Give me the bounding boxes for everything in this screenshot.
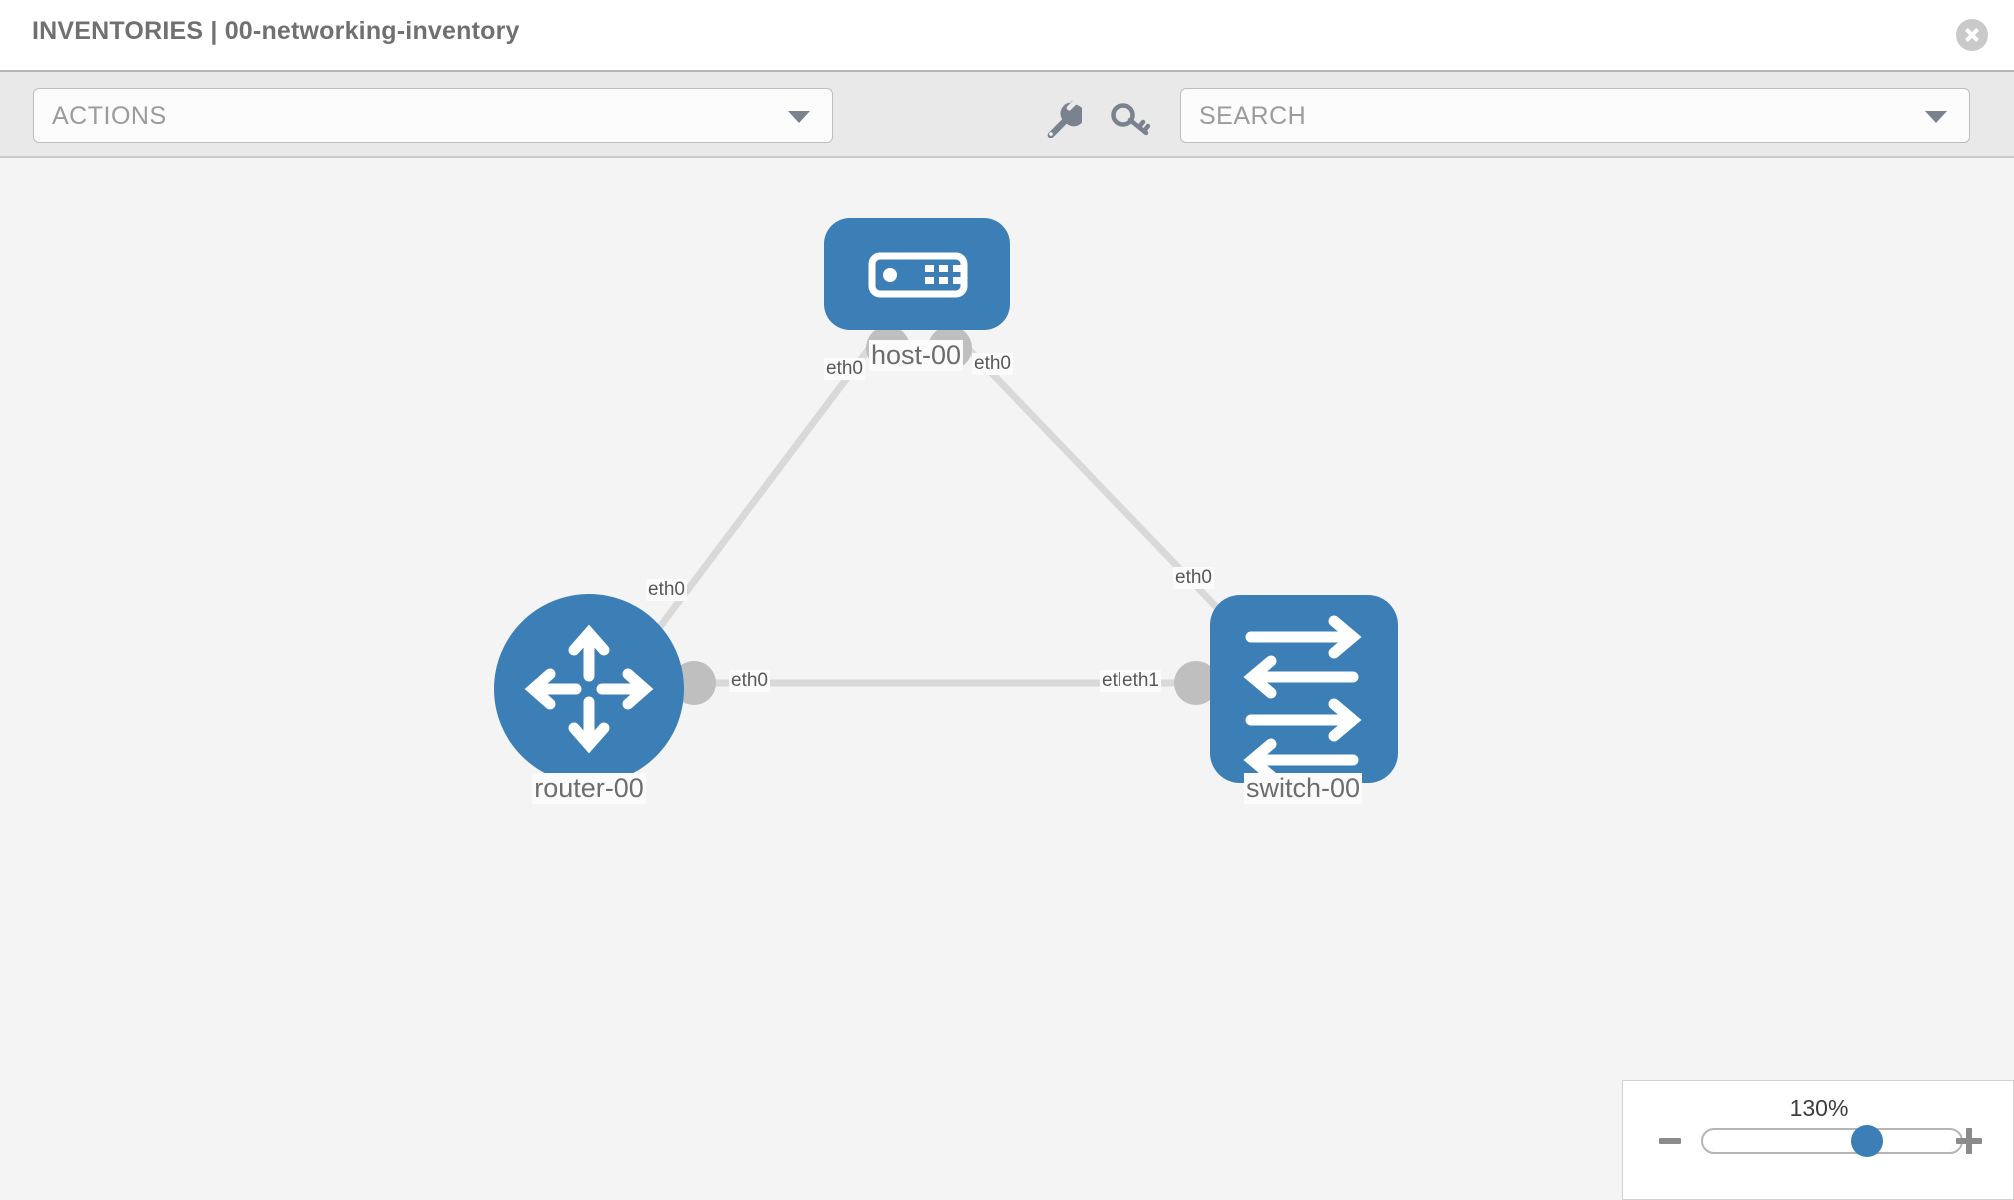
- zoom-level-value: 130%: [1789, 1095, 1849, 1121]
- zoom-in-button[interactable]: [1955, 1127, 1983, 1155]
- zoom-control-panel: 130%: [1622, 1080, 2014, 1200]
- search-input[interactable]: SEARCH: [1180, 88, 1970, 143]
- interface-label: eth1: [1120, 670, 1161, 692]
- switch-arrows-icon: [1243, 615, 1362, 782]
- page-title: INVENTORIES | 00-networking-inventory: [32, 17, 520, 45]
- topology-node-switch-00[interactable]: [1210, 595, 1398, 783]
- close-icon[interactable]: [1956, 19, 1988, 51]
- topology-canvas[interactable]: host-00 router-00 switch-00 eth0 eth0 et…: [0, 158, 2014, 1200]
- topology-edges: [635, 335, 1249, 687]
- interface-label: eth0: [729, 670, 770, 692]
- topology-connectors: [611, 326, 1256, 705]
- wrench-icon[interactable]: [1042, 100, 1085, 139]
- chevron-down-icon: [788, 110, 810, 123]
- interface-label: eth0: [646, 579, 687, 601]
- page-header: INVENTORIES | 00-networking-inventory: [0, 0, 2014, 70]
- topology-node-host-00[interactable]: [824, 218, 1010, 330]
- connector-dot[interactable]: [1174, 661, 1218, 705]
- interface-label: eth0: [824, 358, 865, 380]
- zoom-slider-thumb[interactable]: [1851, 1125, 1883, 1157]
- key-icon[interactable]: [1110, 100, 1151, 138]
- chevron-down-icon: [1925, 110, 1947, 123]
- topology-node-router-00[interactable]: [494, 594, 684, 784]
- server-icon: [868, 252, 968, 298]
- actions-dropdown[interactable]: ACTIONS: [33, 88, 833, 143]
- zoom-slider[interactable]: [1701, 1128, 1963, 1154]
- node-label-switch-00: switch-00: [1243, 773, 1363, 804]
- interface-label: eth0: [1173, 567, 1214, 589]
- topology-graph: [494, 218, 1398, 784]
- node-label-router-00: router-00: [532, 773, 646, 804]
- search-input-placeholder: SEARCH: [1199, 102, 1307, 130]
- interface-label: eth0: [972, 353, 1013, 375]
- actions-dropdown-label: ACTIONS: [52, 102, 167, 130]
- zoom-out-button[interactable]: [1659, 1138, 1681, 1144]
- router-arrows-icon: [524, 624, 654, 754]
- toolbar: ACTIONS SEARCH: [0, 70, 2014, 158]
- edge-host-router[interactable]: [635, 335, 880, 659]
- node-label-host-00: host-00: [868, 340, 964, 371]
- edge-host-switch[interactable]: [955, 335, 1249, 641]
